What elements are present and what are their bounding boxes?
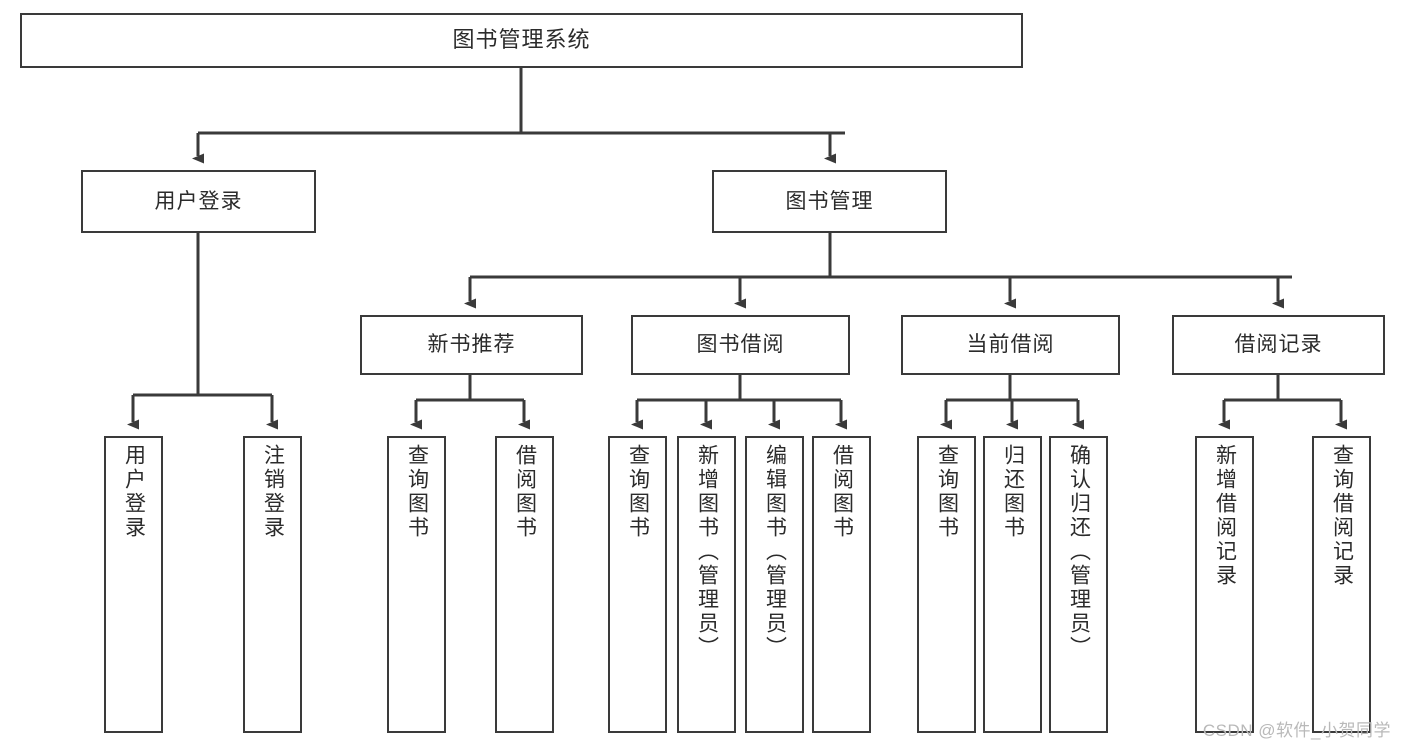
leaf-borrow-query-book[interactable]: 查询图书: [608, 436, 667, 733]
leaf-borrow-add-book[interactable]: 新增图书（管理员）: [677, 436, 736, 733]
node-label: 新增图书（管理员）: [695, 444, 719, 660]
node-root-system[interactable]: 图书管理系统: [20, 13, 1023, 68]
leaf-recommend-query-book[interactable]: 查询图书: [387, 436, 446, 733]
node-label: 新书推荐: [427, 333, 516, 357]
node-current-borrow[interactable]: 当前借阅: [901, 315, 1120, 375]
node-label: 查询图书: [935, 444, 959, 540]
node-label: 新增借阅记录: [1213, 444, 1237, 588]
leaf-borrow-borrow-book[interactable]: 借阅图书: [812, 436, 871, 733]
node-label: 借阅记录: [1234, 333, 1323, 357]
node-label: 注销登录: [261, 444, 285, 540]
node-label: 用户登录: [154, 189, 243, 213]
leaf-record-query-record[interactable]: 查询借阅记录: [1312, 436, 1371, 733]
node-label: 查询图书: [626, 444, 650, 540]
node-book-management[interactable]: 图书管理: [712, 170, 947, 233]
node-label: 归还图书: [1001, 444, 1025, 540]
leaf-current-query-book[interactable]: 查询图书: [917, 436, 976, 733]
node-label: 编辑图书（管理员）: [763, 444, 787, 660]
node-label: 图书借阅: [696, 333, 785, 357]
node-label: 借阅图书: [513, 444, 537, 540]
node-user-login[interactable]: 用户登录: [81, 170, 316, 233]
leaf-current-return-book[interactable]: 归还图书: [983, 436, 1042, 733]
node-label: 查询借阅记录: [1330, 444, 1354, 588]
node-label: 查询图书: [405, 444, 429, 540]
leaf-recommend-borrow-book[interactable]: 借阅图书: [495, 436, 554, 733]
node-label: 当前借阅: [966, 333, 1055, 357]
node-label: 用户登录: [122, 444, 146, 540]
node-borrow-record[interactable]: 借阅记录: [1172, 315, 1385, 375]
leaf-record-add-record[interactable]: 新增借阅记录: [1195, 436, 1254, 733]
node-label: 借阅图书: [830, 444, 854, 540]
leaf-borrow-edit-book[interactable]: 编辑图书（管理员）: [745, 436, 804, 733]
leaf-user-login-login[interactable]: 用户登录: [104, 436, 163, 733]
leaf-current-confirm-return[interactable]: 确认归还（管理员）: [1049, 436, 1108, 733]
node-book-borrow[interactable]: 图书借阅: [631, 315, 850, 375]
node-label: 图书管理: [785, 189, 874, 213]
csdn-watermark: CSDN @软件_小贺同学: [1202, 721, 1391, 740]
leaf-user-login-logout[interactable]: 注销登录: [243, 436, 302, 733]
node-new-book-recommend[interactable]: 新书推荐: [360, 315, 583, 375]
node-label: 图书管理系统: [452, 27, 591, 53]
node-label: 确认归还（管理员）: [1067, 444, 1091, 660]
